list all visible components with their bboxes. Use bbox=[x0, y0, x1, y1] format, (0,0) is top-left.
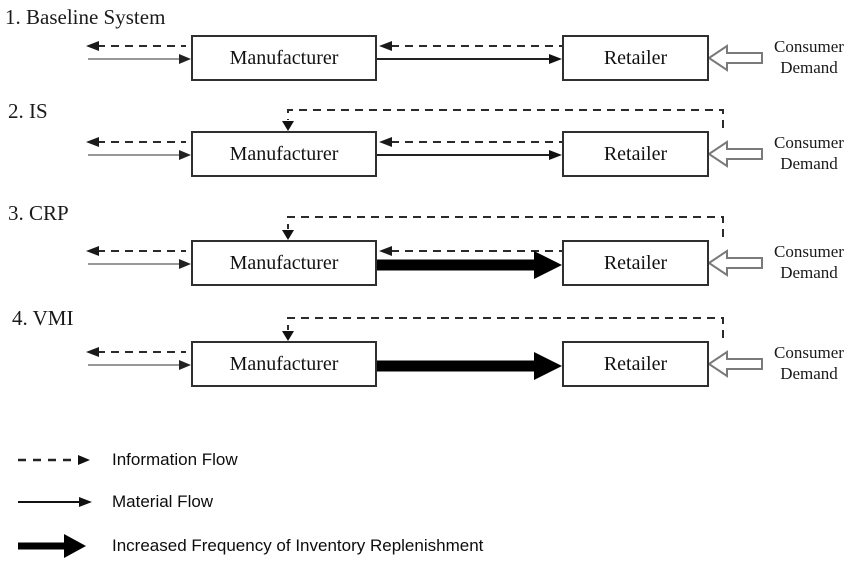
row1-manufacturer-label: Manufacturer bbox=[229, 46, 339, 69]
row3-manufacturer-box: Manufacturer bbox=[191, 240, 377, 286]
row4-consumer-demand-arrow bbox=[707, 350, 763, 378]
row4-thick-replenishment-arrow bbox=[377, 352, 562, 380]
row3-manufacturer-label: Manufacturer bbox=[229, 251, 339, 274]
row2-retailer-to-manufacturer-info-arrow bbox=[379, 137, 562, 147]
row2-title: 2. IS bbox=[8, 99, 48, 123]
row3-title: 3. CRP bbox=[8, 201, 69, 225]
row1-consumer-demand-arrow bbox=[707, 44, 763, 72]
row2-consumer-demand-arrow bbox=[707, 140, 763, 168]
row4-retailer-label: Retailer bbox=[603, 352, 668, 375]
row3-upstream-material-arrow bbox=[88, 259, 191, 269]
row2-manufacturer-box: Manufacturer bbox=[191, 131, 377, 177]
row1-upstream-material-arrow bbox=[88, 54, 191, 64]
legend-label-material-flow: Material Flow bbox=[112, 492, 214, 511]
row1-manufacturer-to-retailer-material-arrow bbox=[377, 54, 562, 64]
row4-retailer-box: Retailer bbox=[562, 341, 709, 387]
row1-retailer-to-manufacturer-info-arrow bbox=[379, 41, 562, 51]
row2-retailer-label: Retailer bbox=[603, 142, 668, 165]
row3-thick-replenishment-arrow bbox=[377, 251, 562, 279]
row2-upstream-material-arrow bbox=[88, 150, 191, 160]
row2-manufacturer-label: Manufacturer bbox=[229, 142, 339, 165]
row2-demand-info-elbow-arrow bbox=[282, 109, 724, 131]
row1-upstream-info-arrow bbox=[86, 41, 186, 51]
row4-title: 4. VMI bbox=[12, 306, 74, 330]
legend-dashed-arrow-icon bbox=[18, 455, 90, 465]
row1-retailer-box: Retailer bbox=[562, 35, 709, 81]
row4-manufacturer-box: Manufacturer bbox=[191, 341, 377, 387]
row1-manufacturer-box: Manufacturer bbox=[191, 35, 377, 81]
row1-title: 1. Baseline System bbox=[5, 5, 166, 29]
row1-consumer-demand-label: Consumer Demand bbox=[774, 37, 844, 77]
legend-label-information-flow: Information Flow bbox=[112, 450, 238, 469]
row4-upstream-material-arrow bbox=[88, 360, 191, 370]
row2-upstream-info-arrow bbox=[86, 137, 186, 147]
row4-manufacturer-label: Manufacturer bbox=[229, 352, 339, 375]
row4-consumer-demand-label: Consumer Demand bbox=[774, 343, 844, 383]
row3-retailer-to-manufacturer-info-arrow bbox=[379, 246, 562, 256]
legend-label-increased-replenishment: Increased Frequency of Inventory Repleni… bbox=[112, 536, 484, 555]
legend-thick-arrow-icon bbox=[18, 534, 86, 558]
row2-manufacturer-to-retailer-material-arrow bbox=[377, 150, 562, 160]
row2-retailer-box: Retailer bbox=[562, 131, 709, 177]
row4-demand-info-elbow-arrow bbox=[282, 317, 724, 341]
row4-upstream-info-arrow bbox=[86, 347, 186, 357]
legend-solid-arrow-icon bbox=[18, 497, 92, 507]
row3-consumer-demand-arrow bbox=[707, 249, 763, 277]
row3-consumer-demand-label: Consumer Demand bbox=[774, 242, 844, 282]
row3-retailer-label: Retailer bbox=[603, 251, 668, 274]
row2-consumer-demand-label: Consumer Demand bbox=[774, 133, 844, 173]
row3-upstream-info-arrow bbox=[86, 246, 186, 256]
row1-retailer-label: Retailer bbox=[603, 46, 668, 69]
row3-demand-info-elbow-arrow bbox=[282, 216, 724, 240]
row3-retailer-box: Retailer bbox=[562, 240, 709, 286]
